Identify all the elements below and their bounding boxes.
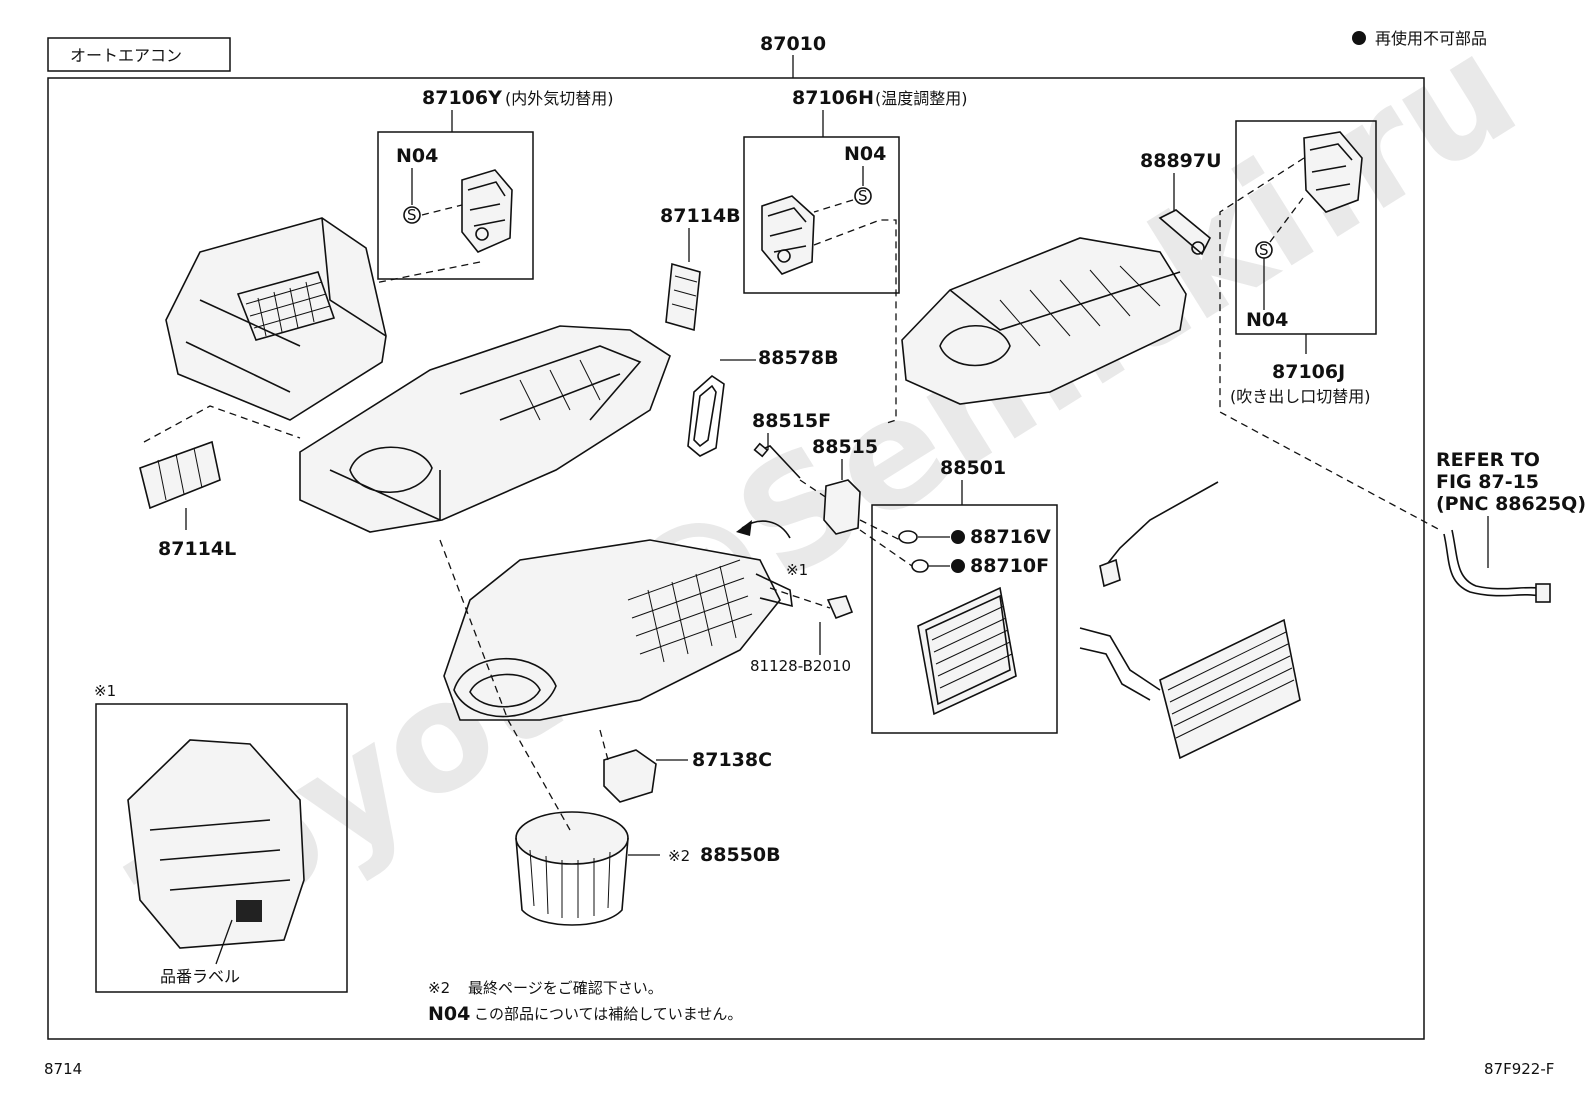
lower-blower-case-icon (443, 539, 793, 721)
part-87106H-box (743, 136, 900, 294)
inset-mark: ※1 (94, 682, 116, 700)
mode-label-box (47, 37, 231, 72)
part-88515: 88515 (812, 436, 878, 458)
block-88515-icon (823, 479, 861, 535)
sensor-88897U-icon (1158, 209, 1212, 256)
part-87106J-desc: (吹き出し口切替用) (1230, 387, 1371, 406)
part-88550B: 88550B (700, 844, 781, 866)
n04-code-1: N04 (396, 145, 438, 167)
upper-center-case-icon (299, 325, 671, 533)
part-87114B: 87114B (660, 205, 741, 227)
screw-symbol-1: S (407, 206, 417, 224)
part-87106Y-desc: (内外気切替用) (505, 89, 614, 108)
note2-mark: ※2 (428, 979, 450, 997)
damper-servo-temp-icon (761, 195, 815, 275)
part-88501: 88501 (940, 457, 1006, 479)
part-87106H-number: 87106H (792, 87, 874, 109)
air-intake-case-icon (165, 217, 387, 421)
n04-code-2: N04 (844, 143, 886, 165)
n04-note-text: この部品については補給していません。 (474, 1005, 742, 1023)
inset-box (95, 703, 348, 993)
bolt-88515F-icon (753, 442, 801, 479)
part-87106Y-box (377, 131, 534, 280)
part-88716V: 88716V (970, 526, 1051, 548)
evaporator-88501-icon (917, 586, 1017, 716)
part-87106Y-number: 87106Y (422, 87, 502, 109)
temperature-sensor-icon (1099, 481, 1219, 588)
n04-note-code: N04 (428, 1003, 470, 1025)
damper-servo-mode-icon (1303, 131, 1363, 213)
note2-text: 最終ページをご確認下さい。 (468, 979, 663, 997)
part-87106H-desc: (温度調整用) (875, 89, 968, 108)
note-mark-2-callout: ※2 (668, 847, 690, 865)
damper-servo-intake-icon (461, 169, 513, 253)
filter-87114B-icon (665, 262, 701, 332)
screw-symbol-3: S (1259, 241, 1269, 259)
part-88710F: 88710F (970, 555, 1049, 577)
part-87106J-number: 87106J (1272, 361, 1345, 383)
screw-icon-3 (1255, 241, 1273, 259)
refer-line-1: REFER TO (1436, 449, 1540, 471)
inset-label: 品番ラベル (160, 967, 240, 986)
part-88578B: 88578B (758, 347, 839, 369)
part-88515F: 88515F (752, 410, 831, 432)
part-88897U: 88897U (1140, 150, 1222, 172)
part-88501-box (871, 504, 1058, 734)
screw-icon-2 (854, 187, 872, 205)
part-87138C: 87138C (692, 749, 772, 771)
assembly-number: 87010 (760, 33, 826, 55)
resistor-87138C-icon (603, 749, 657, 803)
inset-assembly-icon (127, 739, 305, 949)
diagram-frame (47, 77, 1425, 1040)
n04-code-3: N04 (1246, 309, 1288, 331)
part-81128-B2010: 81128-B2010 (750, 657, 851, 675)
mode-label: オートエアコン (70, 46, 182, 65)
filter-87114L-icon (139, 440, 221, 510)
refer-line-2: FIG 87-15 (1436, 471, 1539, 493)
part-87114L: 87114L (158, 538, 236, 560)
non-reusable-bullet-icon (1352, 31, 1366, 45)
blower-motor-88550B-icon (515, 811, 629, 926)
figure-id: 87F922-F (1484, 1060, 1554, 1078)
gasket-88578B-icon (687, 374, 725, 457)
heater-case-icon (901, 237, 1187, 405)
refer-line-3: (PNC 88625Q) (1436, 493, 1586, 515)
screw-symbol-2: S (858, 187, 868, 205)
clip-81128-icon (826, 595, 854, 620)
note-mark-1-callout: ※1 (786, 561, 808, 579)
heater-core-icon (1079, 618, 1301, 760)
harness-88625Q-icon (1443, 529, 1551, 603)
non-reusable-bullet-icon-1 (951, 530, 965, 544)
screw-icon-1 (403, 206, 421, 224)
non-reusable-bullet-icon-2 (951, 559, 965, 573)
o-ring-88710F-icon (911, 559, 929, 573)
page-ref: 8714 (44, 1060, 82, 1078)
o-ring-88716V-icon (898, 530, 918, 544)
legend-text: 再使用不可部品 (1375, 29, 1487, 48)
